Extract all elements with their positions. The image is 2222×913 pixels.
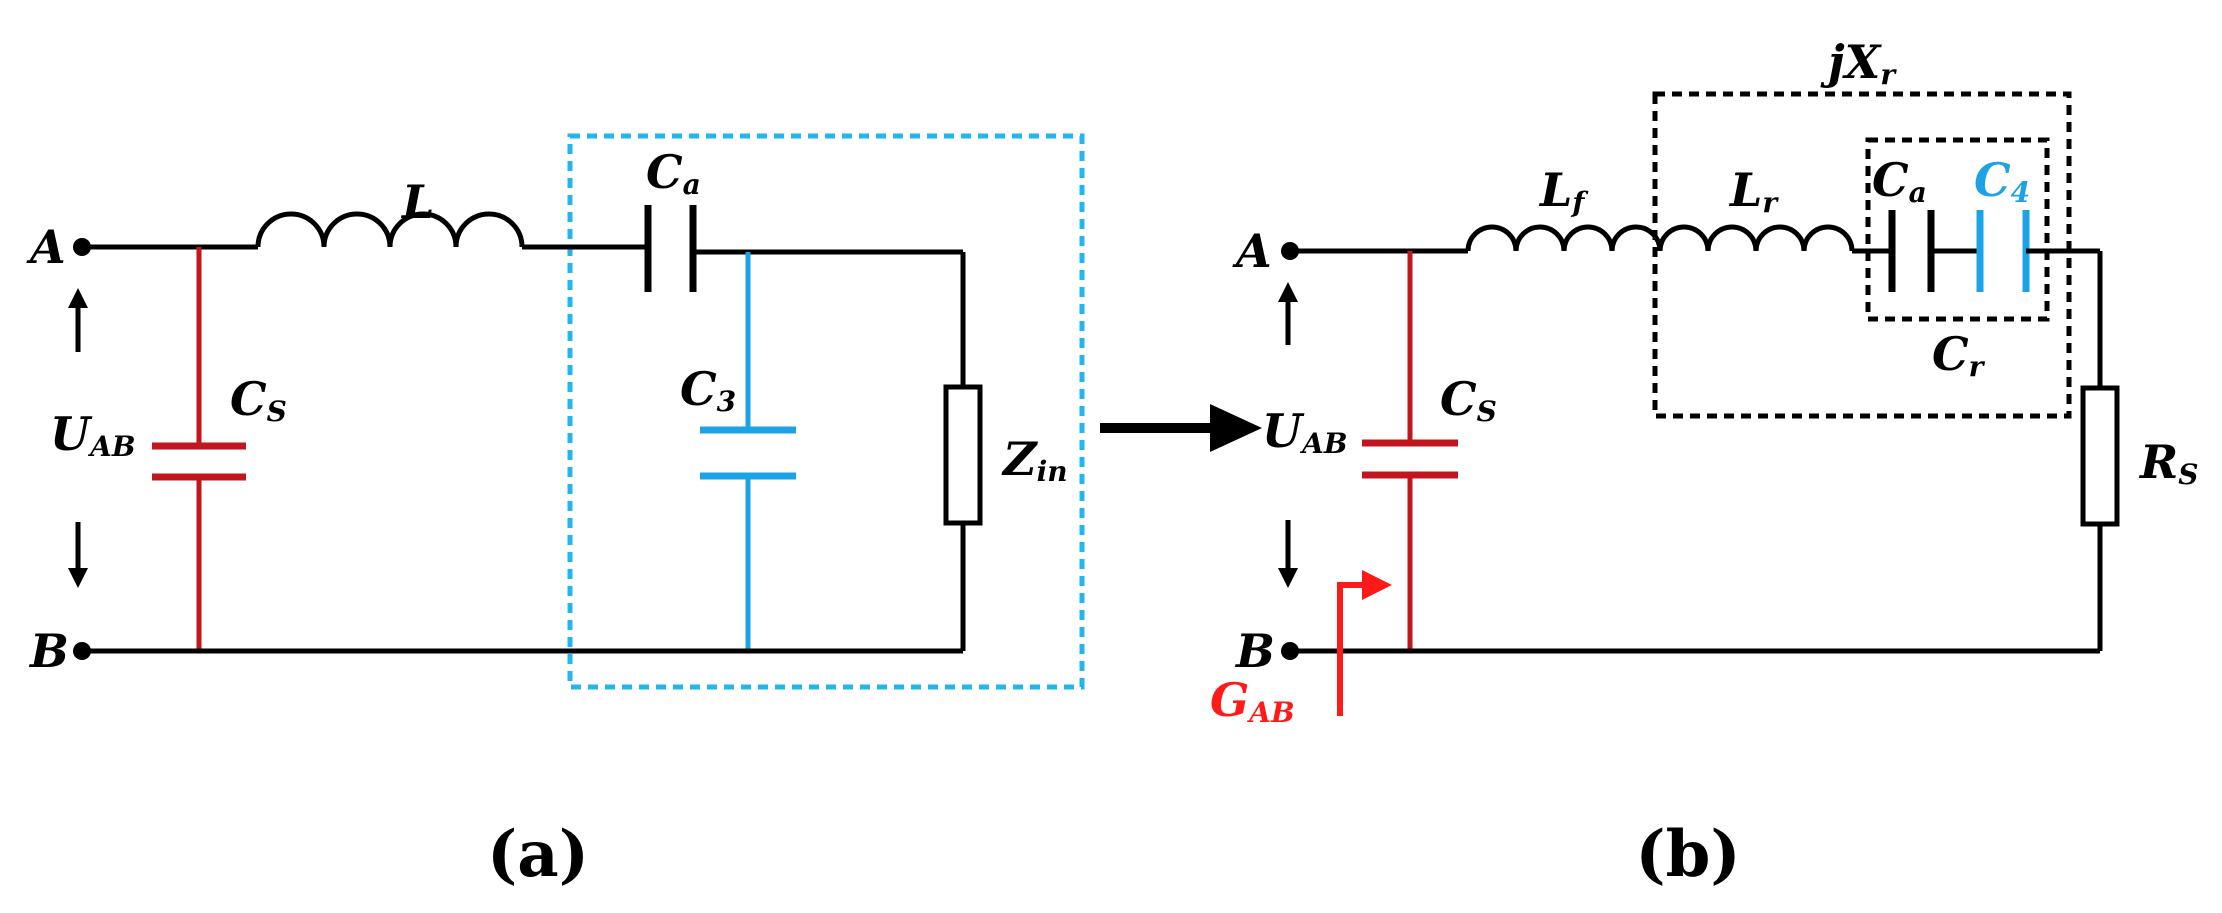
label-c4: C4 <box>1974 153 2030 209</box>
gab-port-marker <box>1337 582 1368 716</box>
label-rs: RS <box>2138 435 2198 491</box>
caption-a: (a) <box>487 817 589 892</box>
inductor-l <box>255 211 525 248</box>
label-ca: Ca <box>1872 153 1927 209</box>
label-uab: UAB <box>50 407 136 463</box>
label-zin: Zin <box>1001 432 1068 488</box>
label-cs: CS <box>1440 372 1497 428</box>
label-node-a: A <box>1232 224 1272 278</box>
caption-b: (b) <box>1635 817 1740 892</box>
dashed-box-jxr <box>1652 91 2072 419</box>
inductor-lr <box>1657 224 1855 252</box>
transform-arrow-head <box>1210 404 1262 452</box>
dashed-box-cr <box>1865 137 2050 322</box>
panel-b: A B Lf Lr Ca C4 Cr jXr CS RS UAB GAB (b) <box>1210 35 2198 892</box>
label-gab: GAB <box>1210 673 1295 729</box>
label-lr: Lr <box>1728 163 1779 219</box>
label-uab: UAB <box>1262 404 1348 460</box>
label-node-b: B <box>1234 624 1275 678</box>
resistor-rs-box <box>2080 385 2120 527</box>
label-ca: Ca <box>646 145 701 201</box>
gab-arrow-head <box>1362 570 1392 600</box>
label-lf: Lf <box>1538 163 1589 219</box>
label-cs: CS <box>230 372 287 428</box>
label-c3: C3 <box>680 362 736 418</box>
inductor-lf <box>1465 224 1663 252</box>
label-node-a: A <box>26 220 66 274</box>
label-cr: Cr <box>1932 327 1986 383</box>
label-inductor-l: L <box>400 175 434 229</box>
label-node-b: B <box>28 624 69 678</box>
impedance-zin-box <box>943 384 983 526</box>
panel-a: A B L Ca CS C3 Zin UAB (a) <box>26 133 1085 892</box>
label-jxr: jXr <box>1820 35 1897 91</box>
dashed-box-zin-equivalent <box>567 133 1085 690</box>
